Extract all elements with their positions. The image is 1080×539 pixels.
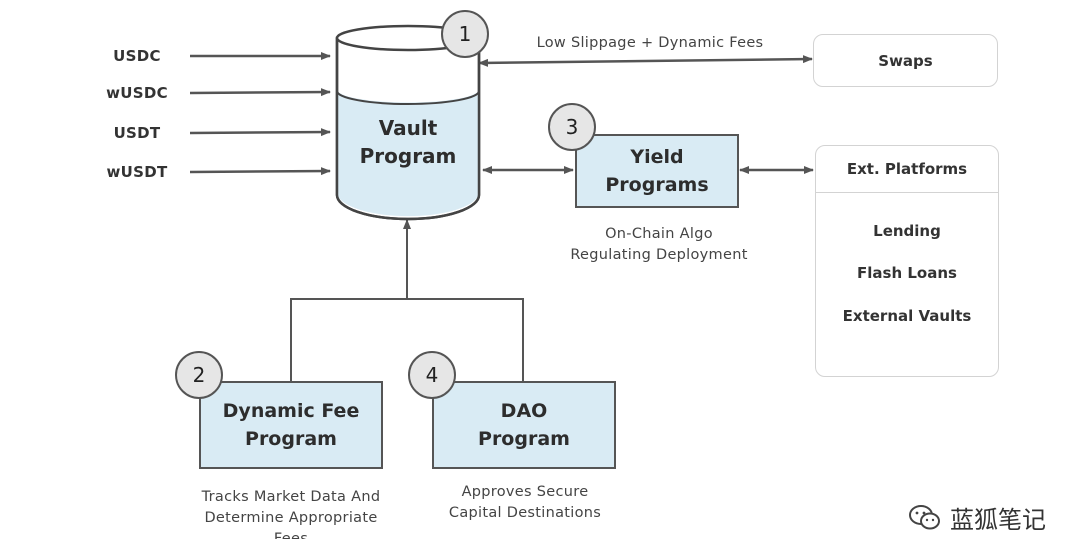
dynamic-fee-caption: Tracks Market Data And Determine Appropr… — [180, 487, 402, 539]
dynamic-fee-badge: 2 — [175, 351, 223, 399]
dynamic-fee-caption-line3: Fees — [273, 531, 309, 539]
vault-cylinder — [335, 24, 481, 221]
yield-programs-box: Yield Programs — [575, 134, 739, 208]
dao-caption-line1: Approves Secure — [461, 484, 589, 500]
input-usdt: USDT — [113, 124, 161, 142]
swaps-label: Swaps — [878, 51, 933, 70]
watermark: 蓝狐笔记 — [908, 500, 1046, 535]
dao-line1: DAO — [500, 400, 548, 422]
dynamic-fee-line2: Program — [245, 428, 337, 450]
ext-platforms-header: Ext. Platforms — [816, 146, 998, 193]
ext-item-lending: Lending — [873, 222, 941, 240]
yield-line1: Yield — [630, 146, 684, 168]
dao-caption-line2: Capital Destinations — [448, 505, 602, 521]
dynamic-fee-caption-line2: Determine Appropriate — [204, 510, 378, 526]
yield-caption: On-Chain Algo Regulating Deployment — [548, 224, 770, 266]
wechat-icon — [909, 504, 940, 529]
ext-item-flash-loans: Flash Loans — [857, 264, 957, 282]
wusdc-arrow — [189, 88, 331, 97]
dao-program-box: DAO Program — [432, 381, 616, 469]
input-wusdt: wUSDT — [106, 163, 168, 181]
input-wusdc: wUSDC — [106, 84, 168, 102]
yield-line2: Programs — [605, 174, 709, 196]
yield-caption-line2: Regulating Deployment — [570, 247, 748, 263]
dao-line2: Program — [478, 428, 570, 450]
ext-platforms-title: Ext. Platforms — [846, 160, 968, 178]
watermark-text: 蓝狐笔记 — [950, 506, 1046, 534]
vault-line2: Program — [359, 144, 457, 168]
swaps-box: Swaps — [813, 34, 998, 87]
vault-line1: Vault — [378, 116, 438, 140]
yield-caption-line1: On-Chain Algo — [605, 226, 713, 242]
dynamic-fee-line1: Dynamic Fee — [222, 400, 360, 422]
ext-platforms-box: Ext. Platforms Lending Flash Loans Exter… — [815, 145, 999, 377]
input-usdc: USDC — [113, 47, 161, 65]
vault-swaps-arrow — [478, 55, 813, 67]
wusdt-arrow — [189, 167, 331, 176]
dao-caption: Approves Secure Capital Destinations — [414, 482, 636, 524]
governance-connector — [290, 298, 524, 381]
usdt-arrow — [189, 128, 331, 137]
ext-item-external-vaults: External Vaults — [842, 307, 972, 325]
swaps-edge-label: Low Slippage + Dynamic Fees — [536, 35, 764, 51]
dao-badge: 4 — [408, 351, 456, 399]
vault-badge: 1 — [441, 10, 489, 58]
vault-program-label: Vault Program — [337, 114, 479, 170]
dynamic-fee-program-box: Dynamic Fee Program — [199, 381, 383, 469]
dynamic-fee-caption-line1: Tracks Market Data And — [201, 489, 381, 505]
yield-badge: 3 — [548, 103, 596, 151]
